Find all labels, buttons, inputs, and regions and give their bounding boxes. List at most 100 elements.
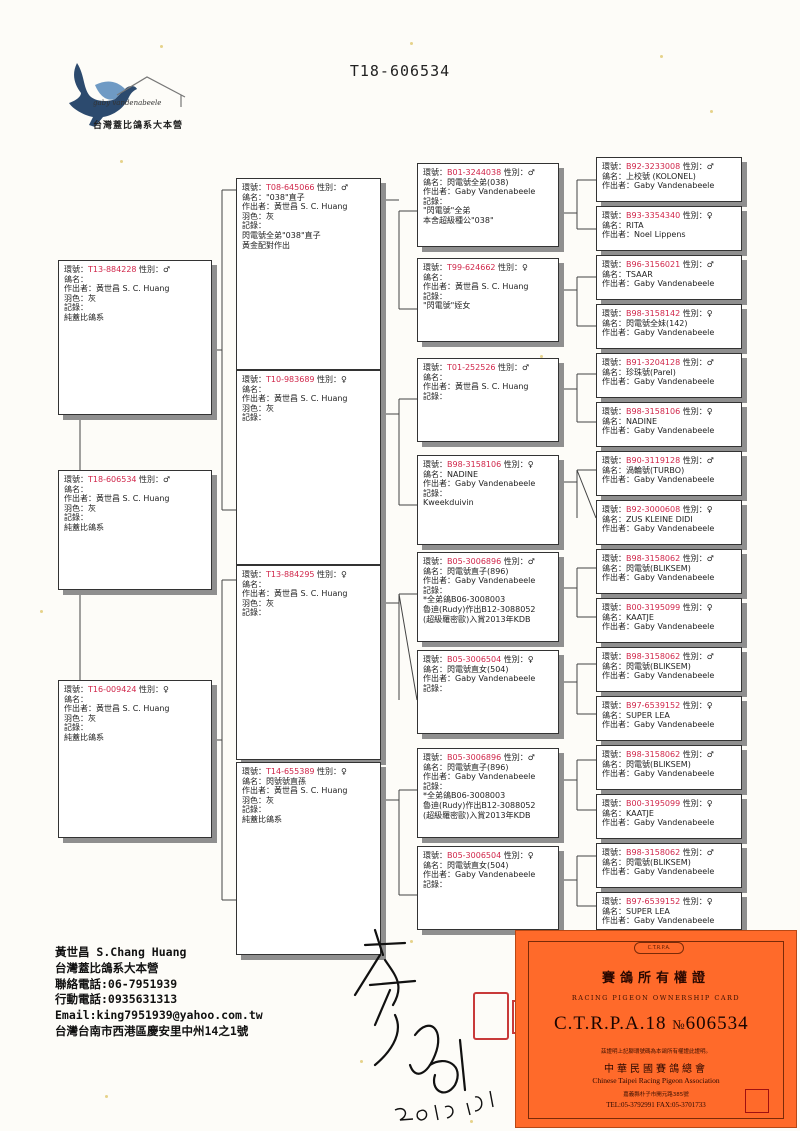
- card-line: 羽色：灰: [242, 598, 274, 608]
- card-ring-line: 環號：B91-3204128 性別：♂: [602, 358, 736, 368]
- ring-number: B05-3006896: [447, 557, 502, 566]
- card-line: 記錄：: [423, 879, 447, 889]
- card-line: 作出者：黃世昌 S. C. Huang: [423, 382, 529, 392]
- ring-label: 環號：: [423, 851, 447, 860]
- card-ring-line: 環號：B05-3006504 性別：♀: [423, 655, 553, 665]
- card-line: 作出者：Gaby Vandenabeele: [602, 867, 715, 877]
- sex-symbol: ♀: [706, 799, 713, 808]
- card-line: 作出者：黃世昌 S. C. Huang: [423, 282, 529, 292]
- card-line: 鴿名：ZUS KLEINE DIDI: [602, 514, 693, 524]
- pedigree-card: 環號：B91-3204128 性別：♂鴿名：珍珠號(Parel)作出者：Gaby…: [596, 353, 742, 398]
- ring-label: 環號：: [64, 265, 88, 274]
- card-line: 鴿名：SUPER LEA: [602, 906, 670, 916]
- card-line: 作出者：Gaby Vandenabeele: [602, 818, 715, 828]
- dove-logo-icon: [69, 63, 186, 127]
- card-ring-line: 環號：B93-3354340 性別：♀: [602, 211, 736, 221]
- sex-symbol: ♀: [706, 309, 713, 318]
- certificate-subtitle: RACING PIGEON OWNERSHIP CARD: [571, 994, 741, 1002]
- sex-symbol: ♂: [706, 456, 714, 465]
- sex-symbol: ♂: [706, 848, 714, 857]
- card-line: 閃電號全弟"038"直子: [242, 230, 321, 240]
- sex-label: 性別：: [314, 183, 342, 192]
- card-line: 作出者：Gaby Vandenabeele: [602, 426, 715, 436]
- card-line: 記錄：: [64, 303, 88, 313]
- card-line: 純蓋比鴿系: [64, 732, 104, 742]
- card-line: 記錄：: [423, 585, 447, 595]
- card-line: 作出者：Gaby Vandenabeele: [602, 377, 715, 387]
- card-line: 羽色：灰: [64, 713, 96, 723]
- ring-number: B98-3158062: [626, 652, 681, 661]
- paper-speck: [540, 355, 543, 358]
- ring-number: B05-3006504: [447, 851, 502, 860]
- card-ring-line: 環號：B90-3119128 性別：♂: [602, 456, 736, 466]
- ring-label: 環號：: [602, 456, 626, 465]
- certificate-number-row: C.T.R.P.A.18 №606534: [554, 1013, 758, 1035]
- sex-symbol: ♀: [341, 767, 347, 776]
- ring-number: B97-6539152: [626, 701, 681, 710]
- sex-symbol: ♂: [706, 750, 714, 759]
- card-ring-line: 環號：B92-3000608 性別：♀: [602, 505, 736, 515]
- paper-speck: [410, 940, 413, 943]
- paper-speck: [410, 42, 413, 45]
- ring-label: 環號：: [602, 701, 626, 710]
- pedigree-card: 環號：T99-624662 性別：♀鴿名：作出者：黃世昌 S. C. Huang…: [417, 258, 559, 342]
- card-line: 記錄：: [64, 513, 88, 523]
- ring-number: B96-3156021: [626, 260, 681, 269]
- ring-number: B98-3158062: [626, 848, 681, 857]
- sex-symbol: ♀: [341, 375, 347, 384]
- sex-label: 性別：: [680, 750, 707, 759]
- paper-speck: [120, 160, 123, 163]
- pedigree-card: 環號：B01-3244038 性別：♂鴿名：閃電號全弟(038)作出者：Gaby…: [417, 163, 559, 247]
- certificate-note: 茲證明上記腳環號碼為本鴿所有權證此證明。: [600, 1049, 711, 1055]
- ring-label: 環號：: [602, 505, 626, 514]
- sex-label: 性別：: [680, 162, 707, 171]
- card-line: 作出者：Gaby Vandenabeele: [602, 916, 715, 926]
- card-line: 作出者：黃世昌 S. C. Huang: [242, 202, 348, 212]
- card-line: 鴿名：珍珠號(Parel): [602, 367, 676, 377]
- card-line: 鴿名：閃電號(BLIKSEM): [602, 661, 691, 671]
- card-ring-line: 環號：T01-252526 性別：♂: [423, 363, 553, 373]
- ring-label: 環號：: [602, 211, 626, 220]
- owner-phone: 聯絡電話:06-7951939: [55, 976, 178, 991]
- card-line: 記錄：: [423, 781, 447, 791]
- ring-label: 環號：: [602, 554, 626, 563]
- sex-label: 性別：: [680, 603, 707, 612]
- sex-label: 性別：: [501, 557, 528, 566]
- ring-number: T01-252526: [447, 363, 496, 372]
- card-line: 鴿名：: [423, 372, 447, 382]
- ring-label: 環號：: [242, 767, 266, 776]
- ring-number: B93-3354340: [626, 211, 681, 220]
- card-line: 鴿名：NADINE: [423, 469, 479, 479]
- pedigree-card: 環號：T13-884228 性別：♂鴿名：作出者：黃世昌 S. C. Huang…: [58, 260, 212, 415]
- pedigree-card: 環號：B98-3158062 性別：♂鴿名：閃電號(BLIKSEM)作出者：Ga…: [596, 745, 742, 790]
- ring-label: 環號：: [602, 897, 626, 906]
- card-line: 鴿名：RITA: [602, 220, 644, 230]
- ring-number: B92-3000608: [626, 505, 681, 514]
- card-line: 記錄：: [423, 683, 447, 693]
- sex-label: 性別：: [314, 767, 342, 776]
- sex-label: 性別：: [501, 460, 528, 469]
- card-ring-line: 環號：B98-3158062 性別：♂: [602, 848, 736, 858]
- certificate-border: C.T.R.P.A. 賽鴿所有權證 RACING PIGEON OWNERSHI…: [528, 941, 784, 1119]
- owner-email: Email:king7951939@yahoo.com.tw: [55, 1008, 263, 1023]
- sex-label: 性別：: [495, 363, 523, 372]
- paper-speck: [660, 55, 663, 58]
- ring-number: T10-983689: [266, 375, 315, 384]
- card-line: 鴿名：上校號 (KOLONEL): [602, 171, 696, 181]
- card-line: 作出者：黃世昌 S. C. Huang: [64, 704, 170, 714]
- ownership-certificate: C.T.R.P.A. 賽鴿所有權證 RACING PIGEON OWNERSHI…: [515, 930, 797, 1128]
- card-ring-line: 環號：B97-6539152 性別：♀: [602, 701, 736, 711]
- pedigree-card: 環號：B98-3158062 性別：♂鴿名：閃電號(BLIKSEM)作出者：Ga…: [596, 843, 742, 888]
- logo-script-text: gaby vandenabeele: [93, 99, 162, 107]
- pedigree-card: 環號：B05-3006896 性別：♂鴿名：閃電號直子(896)作出者：Gaby…: [417, 748, 559, 838]
- card-line: 魯迪(Rudy)作出B12-3088052: [423, 800, 536, 810]
- card-line: 作出者：Gaby Vandenabeele: [423, 576, 536, 586]
- paper-speck: [710, 110, 713, 113]
- sex-label: 性別：: [680, 358, 707, 367]
- card-line: 作出者：黃世昌 S. C. Huang: [242, 394, 348, 404]
